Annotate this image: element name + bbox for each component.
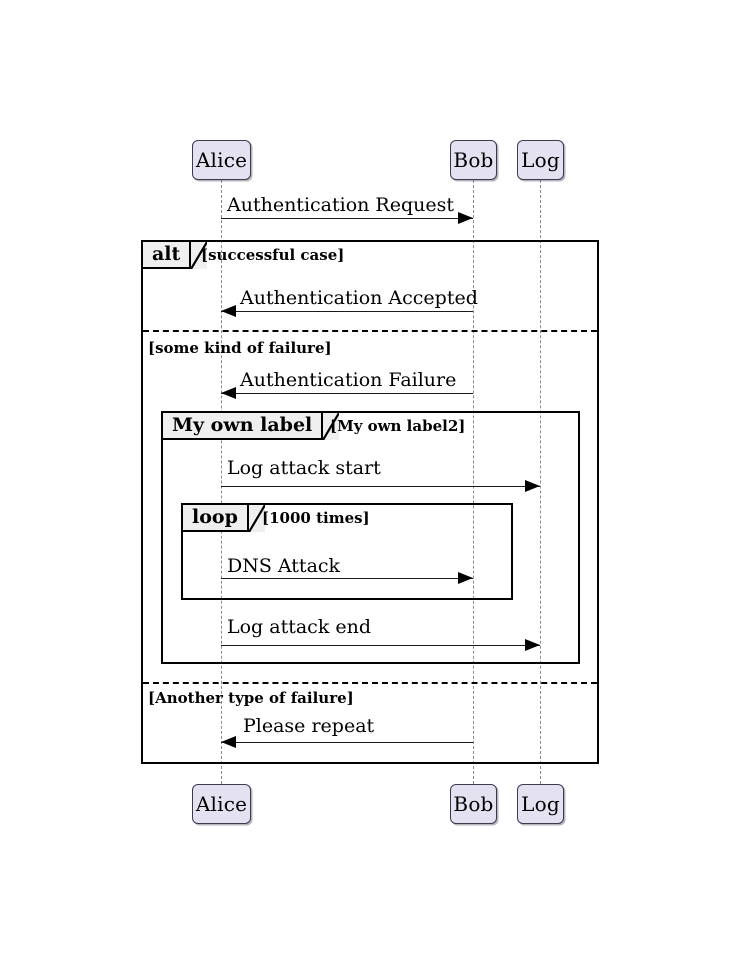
fragment-tab-loop: loop <box>183 505 265 532</box>
fragment-operator-label: loop <box>192 506 238 528</box>
participant-log-top[interactable]: Log <box>517 140 564 180</box>
message-label-please-repeat: Please repeat <box>243 715 375 737</box>
fragment-guard-1000-times: [1000 times] <box>262 509 370 527</box>
fragment-alt: alt <box>141 240 599 764</box>
message-label-authentication-failure: Authentication Failure <box>240 369 457 391</box>
fragment-tab-cut-icon <box>323 413 340 440</box>
participant-label: Bob <box>453 148 494 172</box>
fragment-tab-cut-icon <box>248 505 265 532</box>
message-arrowhead-right <box>525 638 540 651</box>
fragment-tab-alt: alt <box>143 242 208 269</box>
participant-bob-top[interactable]: Bob <box>450 140 497 180</box>
fragment-my-own-label: My own label <box>161 411 580 664</box>
participant-alice-top[interactable]: Alice <box>192 140 251 180</box>
fragment-guard-my-own-label2: [My own label2] <box>330 417 466 435</box>
message-line-dns-attack <box>221 578 473 579</box>
message-label-log-attack-start: Log attack start <box>227 457 381 479</box>
message-arrowhead-right <box>525 479 540 492</box>
participant-alice-bottom[interactable]: Alice <box>192 784 251 824</box>
message-arrowhead-left <box>221 304 236 317</box>
fragment-loop: loop <box>181 503 513 600</box>
participant-label: Bob <box>453 792 494 816</box>
fragment-divider-2 <box>143 682 597 684</box>
message-arrowhead-right <box>458 571 473 584</box>
message-label-log-attack-end: Log attack end <box>227 616 372 638</box>
message-label-authentication-request: Authentication Request <box>227 194 454 216</box>
message-arrowhead-left <box>221 386 236 399</box>
participant-label: Log <box>521 148 560 172</box>
lifeline-alice <box>221 180 222 784</box>
message-line-authentication-failure <box>221 393 473 394</box>
message-line-log-attack-start <box>221 486 540 487</box>
fragment-tab-my-own-label: My own label <box>163 413 340 440</box>
message-label-authentication-accepted: Authentication Accepted <box>240 287 478 309</box>
fragment-operator-label: alt <box>152 243 181 265</box>
message-line-authentication-request <box>221 218 473 219</box>
message-line-authentication-accepted <box>221 311 473 312</box>
participant-bob-bottom[interactable]: Bob <box>450 784 497 824</box>
fragment-tab-cut-icon <box>191 242 208 269</box>
fragment-divider-1 <box>143 330 597 332</box>
message-label-dns-attack: DNS Attack <box>227 555 341 577</box>
lifeline-log <box>540 180 541 784</box>
message-arrowhead-right <box>458 211 473 224</box>
message-line-log-attack-end <box>221 645 540 646</box>
fragment-guard-another-type-of-failure: [Another type of failure] <box>148 689 354 707</box>
message-line-please-repeat <box>221 742 473 743</box>
participant-label: Alice <box>195 148 248 172</box>
message-arrowhead-left <box>221 735 236 748</box>
participant-label: Alice <box>195 792 248 816</box>
lifeline-bob <box>473 180 474 784</box>
fragment-guard-some-kind-of-failure: [some kind of failure] <box>148 339 332 357</box>
participant-label: Log <box>521 792 560 816</box>
fragment-operator-label: My own label <box>172 414 313 436</box>
participant-log-bottom[interactable]: Log <box>517 784 564 824</box>
fragment-guard-successful-case: [successful case] <box>201 246 345 264</box>
